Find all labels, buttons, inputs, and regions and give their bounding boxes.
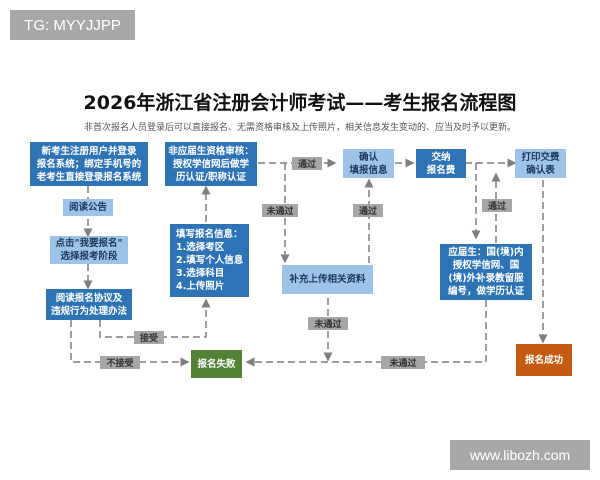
node-read-agreement: 阅读报名协议及 违规行为处理办法 <box>46 289 132 320</box>
node-success: 报名成功 <box>516 344 572 376</box>
node-fail: 报名失败 <box>191 350 242 378</box>
page-title: 2026年浙江省注册会计师考试——考生报名流程图 <box>83 92 517 114</box>
node-read-notice: 阅读公告 <box>63 199 113 216</box>
edge-label-not-pass: 未通过 <box>262 204 298 217</box>
node-graduate: 应届生：国(境)内 授权学信网、国 (境)外补录教留服 编号，做学历认证 <box>440 244 532 300</box>
node-fill-info: 填写报名信息： 1.选择考区 2.填写个人信息 3.选择科目 4.上传照片 <box>170 224 249 297</box>
edge-label-pass: 通过 <box>482 199 512 212</box>
node-confirm-info: 确认 填报信息 <box>343 149 394 178</box>
watermark-top-left: TG: MYYJJPP <box>10 10 135 40</box>
node-non-graduate-review: 非应届生资格审核： 授权学信网后做学 历认证/职称认证 <box>165 142 257 186</box>
node-print-confirm: 打印交费 确认表 <box>515 149 566 178</box>
node-click-apply: 点击"我要报名" 选择报考阶段 <box>50 236 128 264</box>
page-subtitle: 非首次报名人员登录后可以直接报名、无需资格审核及上传照片，相关信息发生变动的、应… <box>83 123 516 133</box>
node-pay-fee: 交纳 报名费 <box>416 149 466 178</box>
node-register: 新考生注册用户并登录 报名系统；绑定手机号的 老考生直接登录报名系统 <box>30 142 148 186</box>
edge-label-not-pass: 未通过 <box>381 356 425 369</box>
edge-label-accept: 接受 <box>134 331 164 344</box>
edge-label-pass: 通过 <box>353 204 383 217</box>
edge-label-not-accept: 不接受 <box>100 356 140 369</box>
watermark-bottom-right: www.libozh.com <box>450 440 590 470</box>
node-supplement: 补充上传相关资料 <box>282 265 373 294</box>
edge-label-not-pass: 未通过 <box>308 317 348 330</box>
edge-label-pass: 通过 <box>292 157 322 170</box>
